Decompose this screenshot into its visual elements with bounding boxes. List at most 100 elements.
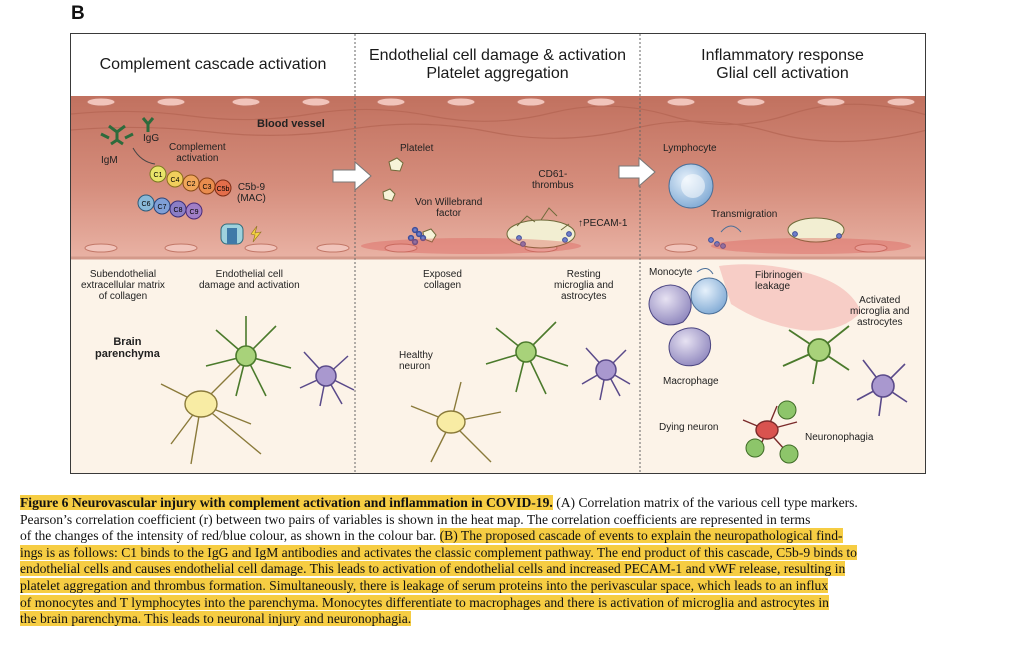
illustration: C1 C4 C2 C3 C5b C6 C7 C8 C9	[71, 34, 925, 473]
label-exposed-collagen: Exposed collagen	[423, 269, 462, 291]
label-cd61-2: thrombus	[532, 180, 574, 191]
header-col1-text: Complement cascade activation	[99, 56, 327, 73]
label-endothelial-damage-1: Endothelial cell	[215, 269, 283, 280]
svg-text:C6: C6	[142, 201, 151, 208]
header-col2-line1: Endothelial cell damage & activation	[368, 47, 627, 64]
header-col3-line1: Inflammatory response	[701, 47, 864, 64]
label-c5b9-2: (MAC)	[237, 193, 266, 204]
caption-line-7-text: of monocytes and T lymphocytes into the …	[20, 594, 829, 610]
label-exposed-collagen-2: collagen	[423, 280, 462, 291]
svg-text:C4: C4	[171, 177, 180, 184]
label-activated-2: microglia and	[850, 306, 910, 317]
label-resting-glia: Resting microglia and astrocytes	[554, 269, 613, 302]
header-inflammatory: Inflammatory response Glial cell activat…	[640, 34, 925, 96]
label-c5b9-1: C5b-9	[237, 182, 266, 193]
vwf-strands	[407, 226, 427, 246]
label-complement-activation: Complement activation	[169, 142, 226, 164]
neuron-col2	[410, 381, 502, 463]
label-vwf-1: Von Willebrand	[415, 197, 483, 208]
process-arrow-1	[332, 160, 372, 192]
macrophage-1	[648, 284, 692, 326]
figure-caption: Figure 6 Neurovascular injury with compl…	[20, 495, 980, 628]
astrocyte-col3	[782, 325, 850, 385]
svg-text:C8: C8	[174, 207, 183, 214]
label-healthy-neuron-2: neuron	[399, 361, 431, 372]
label-complement-activation-2: activation	[176, 153, 219, 164]
label-brain-parenchyma-1: Brain	[113, 336, 142, 348]
label-c5b9: C5b-9 (MAC)	[237, 182, 266, 204]
label-resting-2: microglia and	[554, 280, 614, 291]
header-endothelial: Endothelial cell damage & activation Pla…	[355, 34, 640, 96]
header-complement: Complement cascade activation	[71, 34, 355, 96]
label-brain-parenchyma: Brain parenchyma	[95, 336, 160, 360]
label-subendothelial-1: Subendothelial	[89, 269, 157, 280]
panel-letter: B	[71, 3, 85, 24]
microglia-col2	[581, 347, 631, 401]
label-pecam: ↑PECAM-1	[578, 218, 628, 229]
lymphocyte	[668, 163, 714, 209]
neuronophagia-glia	[745, 400, 799, 464]
label-dying-neuron: Dying neuron	[659, 422, 719, 433]
label-vwf-2: factor	[436, 208, 462, 219]
macrophage-2	[668, 327, 712, 367]
svg-text:C7: C7	[158, 204, 167, 211]
caption-line-8-text: the brain parenchyma. This leads to neur…	[20, 611, 412, 627]
label-healthy-neuron: Healthy neuron	[399, 350, 433, 372]
astrocyte-col2	[485, 321, 569, 395]
label-fibrinogen-1: Fibrinogen	[755, 270, 803, 281]
mac-complex	[220, 223, 262, 245]
vessel-texture	[71, 103, 925, 143]
label-vwf: Von Willebrand factor	[415, 197, 482, 219]
caption-line-7: of monocytes and T lymphocytes into the …	[20, 594, 980, 612]
label-activated-3: astrocytes	[856, 317, 903, 328]
monocyte	[690, 268, 728, 315]
label-cd61-thrombus: CD61- thrombus	[532, 169, 574, 191]
endothelial-cells	[84, 97, 916, 253]
label-blood-vessel: Blood vessel	[257, 118, 325, 130]
caption-line-3a: of the changes of the intensity of red/b…	[20, 528, 440, 544]
caption-line-5: endothelial cells and causes endothelial…	[20, 561, 980, 578]
thrombus-col3	[787, 217, 845, 243]
label-subendothelial: Subendothelial extracellular matrix of c…	[81, 269, 165, 302]
figure-panel-b: C1 C4 C2 C3 C5b C6 C7 C8 C9	[70, 33, 926, 474]
caption-line-8: the brain parenchyma. This leads to neur…	[20, 611, 980, 628]
label-lymphocyte: Lymphocyte	[663, 143, 717, 154]
svg-text:C2: C2	[187, 181, 196, 188]
label-brain-parenchyma-2: parenchyma	[95, 348, 160, 360]
caption-line-3b: (B) The proposed cascade of events to ex…	[439, 528, 843, 544]
svg-text:C1: C1	[154, 172, 163, 179]
label-subendothelial-3: of collagen	[98, 291, 148, 302]
caption-line-3: of the changes of the intensity of red/b…	[20, 528, 980, 545]
label-macrophage: Macrophage	[663, 376, 719, 387]
header-col3-line2: Glial cell activation	[716, 65, 849, 82]
astrocyte-col1	[205, 316, 292, 397]
igm-antibody	[100, 124, 134, 146]
label-activated-1: Activated	[859, 295, 901, 306]
label-complement-activation-1: Complement	[169, 142, 226, 153]
label-neuronophagia: Neuronophagia	[805, 432, 874, 443]
caption-line-6: platelet aggregation and thrombus format…	[20, 577, 980, 595]
caption-line-5-text: endothelial cells and causes endothelial…	[20, 561, 846, 577]
microglia-col1	[299, 351, 355, 407]
label-igm: IgM	[101, 155, 118, 166]
label-exposed-collagen-1: Exposed	[423, 269, 462, 280]
label-resting-1: Resting	[566, 269, 601, 280]
label-fibrinogen: Fibrinogen leakage	[755, 270, 802, 292]
header-col2-line2: Platelet aggregation	[426, 65, 569, 82]
igg-antibody	[141, 117, 155, 132]
process-arrow-2	[618, 156, 656, 188]
label-fibrinogen-2: leakage	[755, 281, 791, 292]
microglia-col3	[856, 359, 908, 417]
label-platelet: Platelet	[400, 143, 434, 154]
fibrinogen-cloud	[719, 264, 861, 331]
caption-line-1: Figure 6 Neurovascular injury with compl…	[20, 495, 980, 512]
caption-line-4: ings is as follows: C1 binds to the IgG …	[20, 544, 980, 562]
label-endothelial-damage-2: damage and activation	[199, 280, 300, 291]
label-cd61-1: CD61-	[538, 169, 568, 180]
blood-vessel-wall	[71, 96, 925, 258]
caption-title: Figure 6 Neurovascular injury with compl…	[20, 495, 553, 510]
svg-text:C5b: C5b	[217, 186, 230, 193]
label-subendothelial-2: extracellular matrix	[81, 280, 165, 291]
caption-line-2: Pearson’s correlation coefficient (r) be…	[20, 511, 811, 527]
label-monocyte: Monocyte	[649, 267, 693, 278]
